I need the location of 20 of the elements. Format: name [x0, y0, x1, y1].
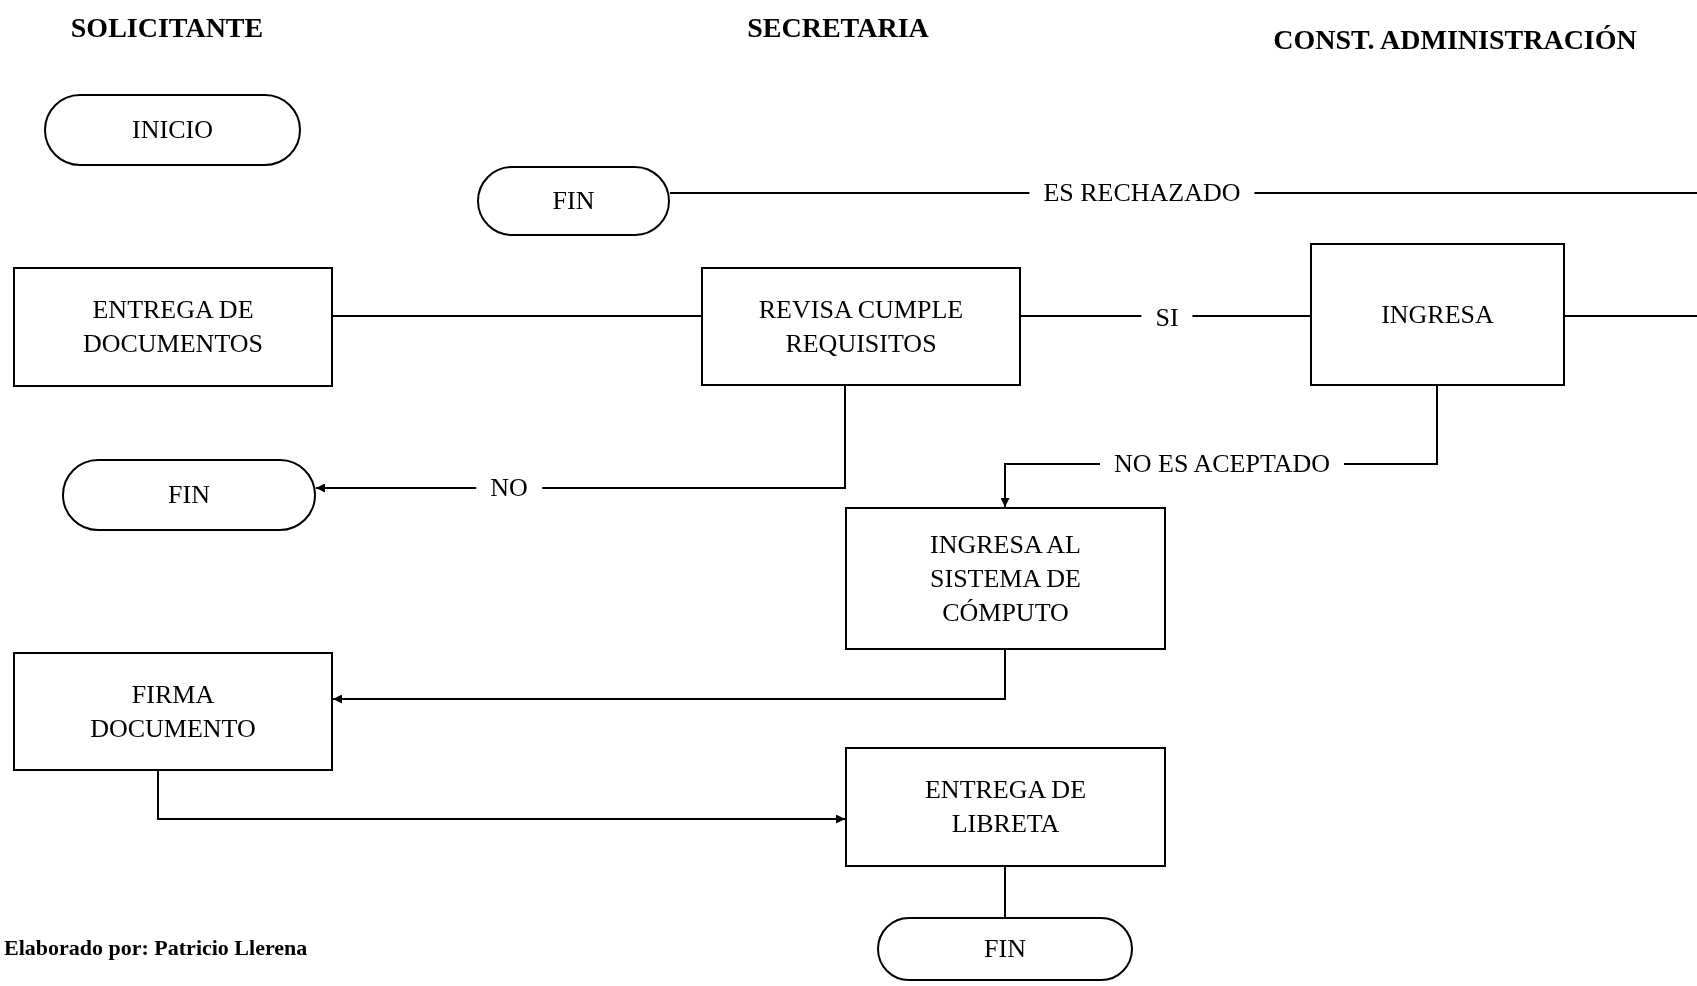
arrow — [315, 385, 846, 493]
process-box: ENTREGA DE LIBRETA — [845, 747, 1166, 867]
connector-line — [332, 315, 702, 317]
process-box: INGRESA — [1310, 243, 1565, 386]
lane-heading: CONST. ADMINISTRACIÓN — [1273, 24, 1637, 56]
lane-heading: SECRETARIA — [747, 12, 929, 44]
terminal-box: INICIO — [44, 94, 301, 166]
arrow — [157, 770, 846, 824]
process-box: REVISA CUMPLE REQUISITOS — [701, 267, 1021, 386]
author-note: Elaborado por: Patricio Llerena — [4, 935, 308, 961]
process-box: ENTREGA DE DOCUMENTOS — [13, 267, 333, 387]
terminal-box: FIN — [477, 166, 670, 236]
arrow — [332, 649, 1006, 704]
connector-line — [1564, 315, 1697, 317]
connector-line — [1004, 866, 1006, 918]
terminal-box: FIN — [877, 917, 1133, 981]
process-box: INGRESA AL SISTEMA DE CÓMPUTO — [845, 507, 1166, 650]
process-box: FIRMA DOCUMENTO — [13, 652, 333, 771]
lane-heading: SOLICITANTE — [70, 12, 264, 44]
terminal-box: FIN — [62, 459, 316, 531]
